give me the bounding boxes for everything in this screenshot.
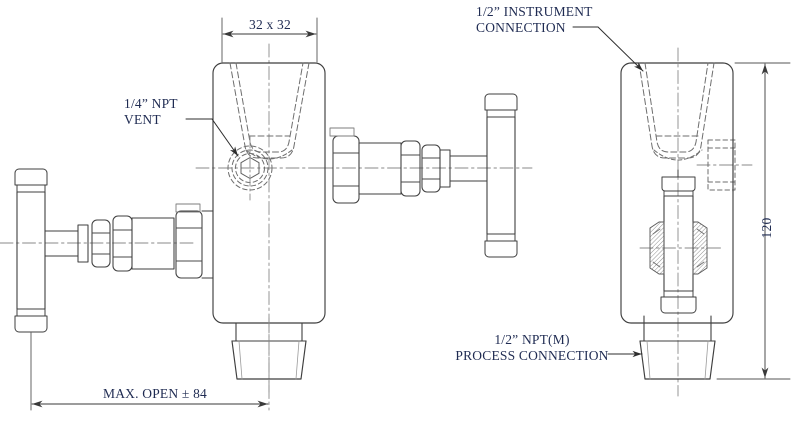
side-hidden-port-detail	[707, 139, 736, 191]
vent-callout-leader	[185, 118, 239, 157]
side-valve-stem-column	[660, 169, 697, 314]
instrument-connection-line2: CONNECTION	[476, 20, 566, 35]
left-valve-handle	[14, 168, 48, 333]
right-valve-gland-flange	[439, 149, 451, 188]
right-valve-packing-nut	[421, 144, 441, 193]
side-process-connection-npt	[639, 315, 716, 380]
side-center-hex-nut	[649, 221, 708, 275]
height-dimension-label: 120	[759, 218, 774, 239]
left-valve-body-nut	[175, 210, 203, 279]
left-valve-gland-flange	[77, 224, 89, 263]
drawing-text-labels: 1/4” NPT VENT 1/2” INSTRUMENT CONNECTION…	[103, 4, 774, 401]
side-cavity-bottom-hidden	[653, 149, 703, 161]
right-valve-stem	[449, 155, 488, 182]
front-elevation-view	[0, 43, 533, 393]
front-process-connection-npt	[231, 322, 307, 380]
right-valve-handle	[484, 93, 518, 258]
side-internal-cavity-hidden	[638, 62, 715, 159]
side-body-housing	[620, 62, 734, 324]
side-view-centerlines	[639, 47, 753, 397]
left-valve-bonnet-nut	[112, 215, 133, 272]
width-dimension	[221, 17, 318, 63]
right-valve-body-nut	[332, 135, 360, 204]
right-valve-top-tab	[329, 127, 355, 137]
side-elevation-view	[620, 47, 753, 397]
process-connection-line2: PROCESS CONNECTION	[455, 348, 608, 363]
instrument-connection-leader	[572, 26, 644, 72]
process-connection-line1: 1/2” NPT(M)	[494, 332, 569, 347]
front-vent-port-detail	[227, 136, 273, 201]
vent-callout-line2: VENT	[124, 112, 161, 127]
left-valve-top-tab	[175, 203, 201, 213]
left-valve-packing-nut	[91, 219, 111, 268]
right-valve-bonnet-nut	[400, 140, 421, 197]
left-valve-bonnet-barrel	[131, 217, 175, 270]
front-left-valve-assembly	[14, 168, 214, 333]
right-valve-bonnet-barrel	[358, 142, 402, 195]
left-valve-stem	[44, 230, 79, 257]
instrument-connection-line1: 1/2” INSTRUMENT	[476, 4, 593, 19]
front-view-centerlines	[0, 43, 533, 393]
max-open-dimension-label: MAX. OPEN ± 84	[103, 386, 207, 401]
max-open-dimension	[30, 317, 270, 411]
width-dimension-label: 32 x 32	[249, 17, 291, 32]
front-body-housing	[212, 62, 326, 324]
front-internal-cavity-hidden	[229, 62, 310, 159]
height-dimension	[716, 62, 791, 380]
front-right-valve-assembly	[329, 93, 518, 258]
vent-callout-line1: 1/4” NPT	[124, 96, 178, 111]
